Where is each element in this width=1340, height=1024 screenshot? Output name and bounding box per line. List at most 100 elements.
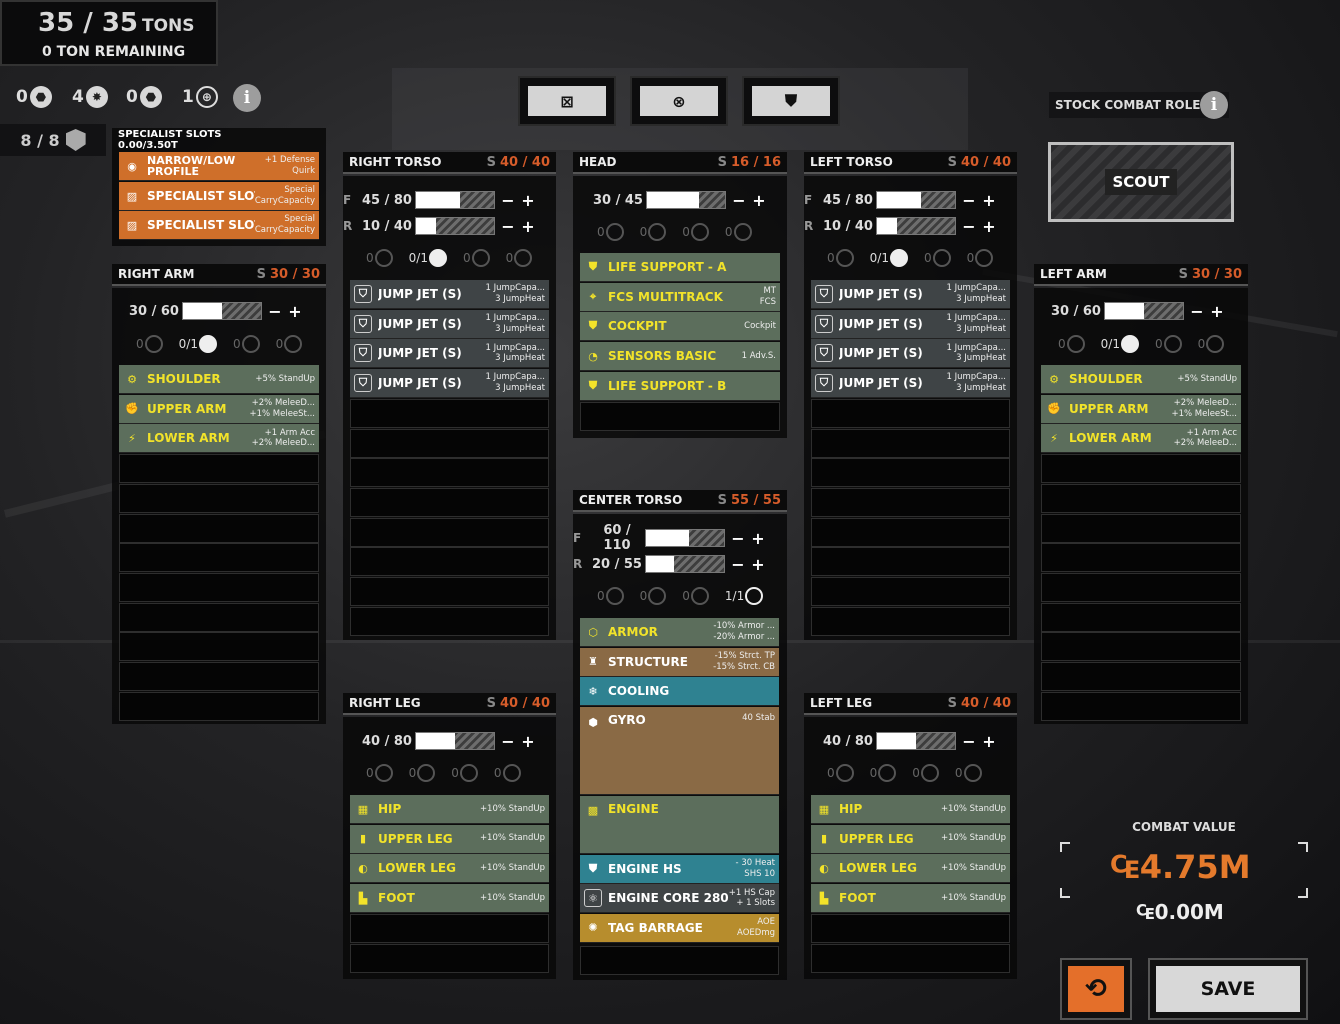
plus-button[interactable]: + xyxy=(982,216,996,236)
empty-slot[interactable] xyxy=(350,547,549,577)
plus-button[interactable]: + xyxy=(982,190,996,210)
left-torso-slot[interactable]: ⛉JUMP JET (S)1 JumpCapa...3 JumpHeat xyxy=(811,280,1010,309)
center-torso-slot[interactable]: ⚛ENGINE CORE 280+1 HS Cap+ 1 Slots xyxy=(580,884,779,914)
right-leg-slot[interactable]: ▮UPPER LEG+10% StandUp xyxy=(350,824,549,854)
empty-slot[interactable] xyxy=(350,517,549,547)
empty-slot[interactable] xyxy=(350,398,549,428)
minus-button[interactable]: − xyxy=(962,216,976,236)
empty-slot[interactable] xyxy=(1041,454,1241,484)
empty-slot[interactable] xyxy=(1041,572,1241,602)
hardpoint-info-icon[interactable]: i xyxy=(233,84,261,112)
right-torso-slot[interactable]: ⛉JUMP JET (S)1 JumpCapa...3 JumpHeat xyxy=(350,309,549,339)
empty-slot[interactable] xyxy=(119,513,319,543)
empty-slot[interactable] xyxy=(811,398,1010,428)
right-arm-slot[interactable]: ⚙SHOULDER+5% StandUp xyxy=(119,365,319,394)
plus-button[interactable]: + xyxy=(521,216,535,236)
left-arm-slot[interactable]: ✊UPPER ARM+2% MeleeD...+1% MeleeSt... xyxy=(1041,394,1241,424)
minus-button[interactable]: − xyxy=(501,731,515,751)
empty-slot[interactable] xyxy=(1041,513,1241,543)
empty-slot[interactable] xyxy=(119,662,319,691)
empty-slot[interactable] xyxy=(119,543,319,573)
empty-slot[interactable] xyxy=(119,572,319,602)
minus-button[interactable]: − xyxy=(501,190,515,210)
left-torso-slot[interactable]: ⛉JUMP JET (S)1 JumpCapa...3 JumpHeat xyxy=(811,369,1010,399)
left-torso-slot[interactable]: ⛉JUMP JET (S)1 JumpCapa...3 JumpHeat xyxy=(811,339,1010,369)
empty-slot[interactable] xyxy=(811,547,1010,577)
right-torso-slot[interactable]: ⛉JUMP JET (S)1 JumpCapa...3 JumpHeat xyxy=(350,280,549,309)
left-arm-slot[interactable]: ⚡LOWER ARM+1 Arm Acc+2% MeleeD... xyxy=(1041,424,1241,454)
empty-slot[interactable] xyxy=(1041,543,1241,573)
minus-button[interactable]: − xyxy=(501,216,515,236)
empty-slot[interactable] xyxy=(350,913,549,943)
empty-slot[interactable] xyxy=(811,428,1010,458)
empty-slot[interactable] xyxy=(119,602,319,632)
minus-button[interactable]: − xyxy=(731,528,745,548)
left-leg-slot[interactable]: ▦HIP+10% StandUp xyxy=(811,795,1010,824)
minus-button[interactable]: − xyxy=(962,190,976,210)
left-leg-slot[interactable]: ▙FOOT+10% StandUp xyxy=(811,884,1010,914)
left-torso-slot[interactable]: ⛉JUMP JET (S)1 JumpCapa...3 JumpHeat xyxy=(811,309,1010,339)
head-slot[interactable]: ⛊LIFE SUPPORT - A xyxy=(580,253,780,282)
minus-button[interactable]: − xyxy=(731,554,745,574)
left-arm-slot[interactable]: ⚙SHOULDER+5% StandUp xyxy=(1041,365,1241,394)
left-leg-slot[interactable]: ◐LOWER LEG+10% StandUp xyxy=(811,854,1010,884)
empty-slot[interactable] xyxy=(811,913,1010,943)
empty-slot[interactable] xyxy=(811,517,1010,547)
view-button-armor[interactable]: ⛊ xyxy=(742,76,840,126)
save-button[interactable]: SAVE xyxy=(1148,958,1308,1020)
empty-slot[interactable] xyxy=(811,458,1010,488)
empty-slot[interactable] xyxy=(811,943,1010,973)
center-torso-slot[interactable]: ♜STRUCTURE-15% Strct. TP-15% Strct. CB xyxy=(580,647,779,677)
undo-button[interactable]: ⟲ xyxy=(1060,958,1132,1020)
view-button-structure[interactable]: ⊠ xyxy=(518,76,616,126)
empty-slot[interactable] xyxy=(350,428,549,458)
stock-role-info-icon[interactable]: i xyxy=(1200,91,1228,119)
empty-slot[interactable] xyxy=(350,606,549,636)
empty-slot[interactable] xyxy=(811,577,1010,606)
view-button-armor-strip[interactable]: ⊗ xyxy=(630,76,728,126)
right-torso-slot[interactable]: ⛉JUMP JET (S)1 JumpCapa...3 JumpHeat xyxy=(350,339,549,369)
empty-slot[interactable] xyxy=(1041,691,1241,721)
empty-slot[interactable] xyxy=(119,691,319,721)
head-slot[interactable]: ⛊LIFE SUPPORT - B xyxy=(580,371,780,401)
plus-button[interactable]: + xyxy=(288,301,302,321)
right-leg-slot[interactable]: ▙FOOT+10% StandUp xyxy=(350,884,549,914)
empty-slot[interactable] xyxy=(119,632,319,662)
minus-button[interactable]: − xyxy=(268,301,282,321)
right-torso-slot[interactable]: ⛉JUMP JET (S)1 JumpCapa...3 JumpHeat xyxy=(350,369,549,399)
center-torso-slot[interactable]: ▩ENGINE xyxy=(580,795,779,854)
empty-slot[interactable] xyxy=(1041,662,1241,691)
empty-slot[interactable] xyxy=(580,401,780,431)
minus-button[interactable]: − xyxy=(962,731,976,751)
empty-slot[interactable] xyxy=(119,483,319,513)
minus-button[interactable]: − xyxy=(732,190,746,210)
plus-button[interactable]: + xyxy=(1210,301,1224,321)
right-arm-slot[interactable]: ✊UPPER ARM+2% MeleeD...+1% MeleeSt... xyxy=(119,394,319,424)
plus-button[interactable]: + xyxy=(752,190,766,210)
empty-slot[interactable] xyxy=(1041,483,1241,513)
empty-slot[interactable] xyxy=(350,943,549,973)
plus-button[interactable]: + xyxy=(751,554,765,574)
left-leg-slot[interactable]: ▮UPPER LEG+10% StandUp xyxy=(811,824,1010,854)
right-leg-slot[interactable]: ◐LOWER LEG+10% StandUp xyxy=(350,854,549,884)
empty-slot[interactable] xyxy=(580,945,779,975)
empty-slot[interactable] xyxy=(350,487,549,517)
empty-slot[interactable] xyxy=(811,606,1010,636)
empty-slot[interactable] xyxy=(1041,602,1241,632)
plus-button[interactable]: + xyxy=(521,731,535,751)
center-torso-slot[interactable]: ❄COOLING xyxy=(580,677,779,707)
empty-slot[interactable] xyxy=(1041,632,1241,662)
right-leg-slot[interactable]: ▦HIP+10% StandUp xyxy=(350,795,549,824)
empty-slot[interactable] xyxy=(811,487,1010,517)
empty-slot[interactable] xyxy=(350,577,549,606)
plus-button[interactable]: + xyxy=(982,731,996,751)
